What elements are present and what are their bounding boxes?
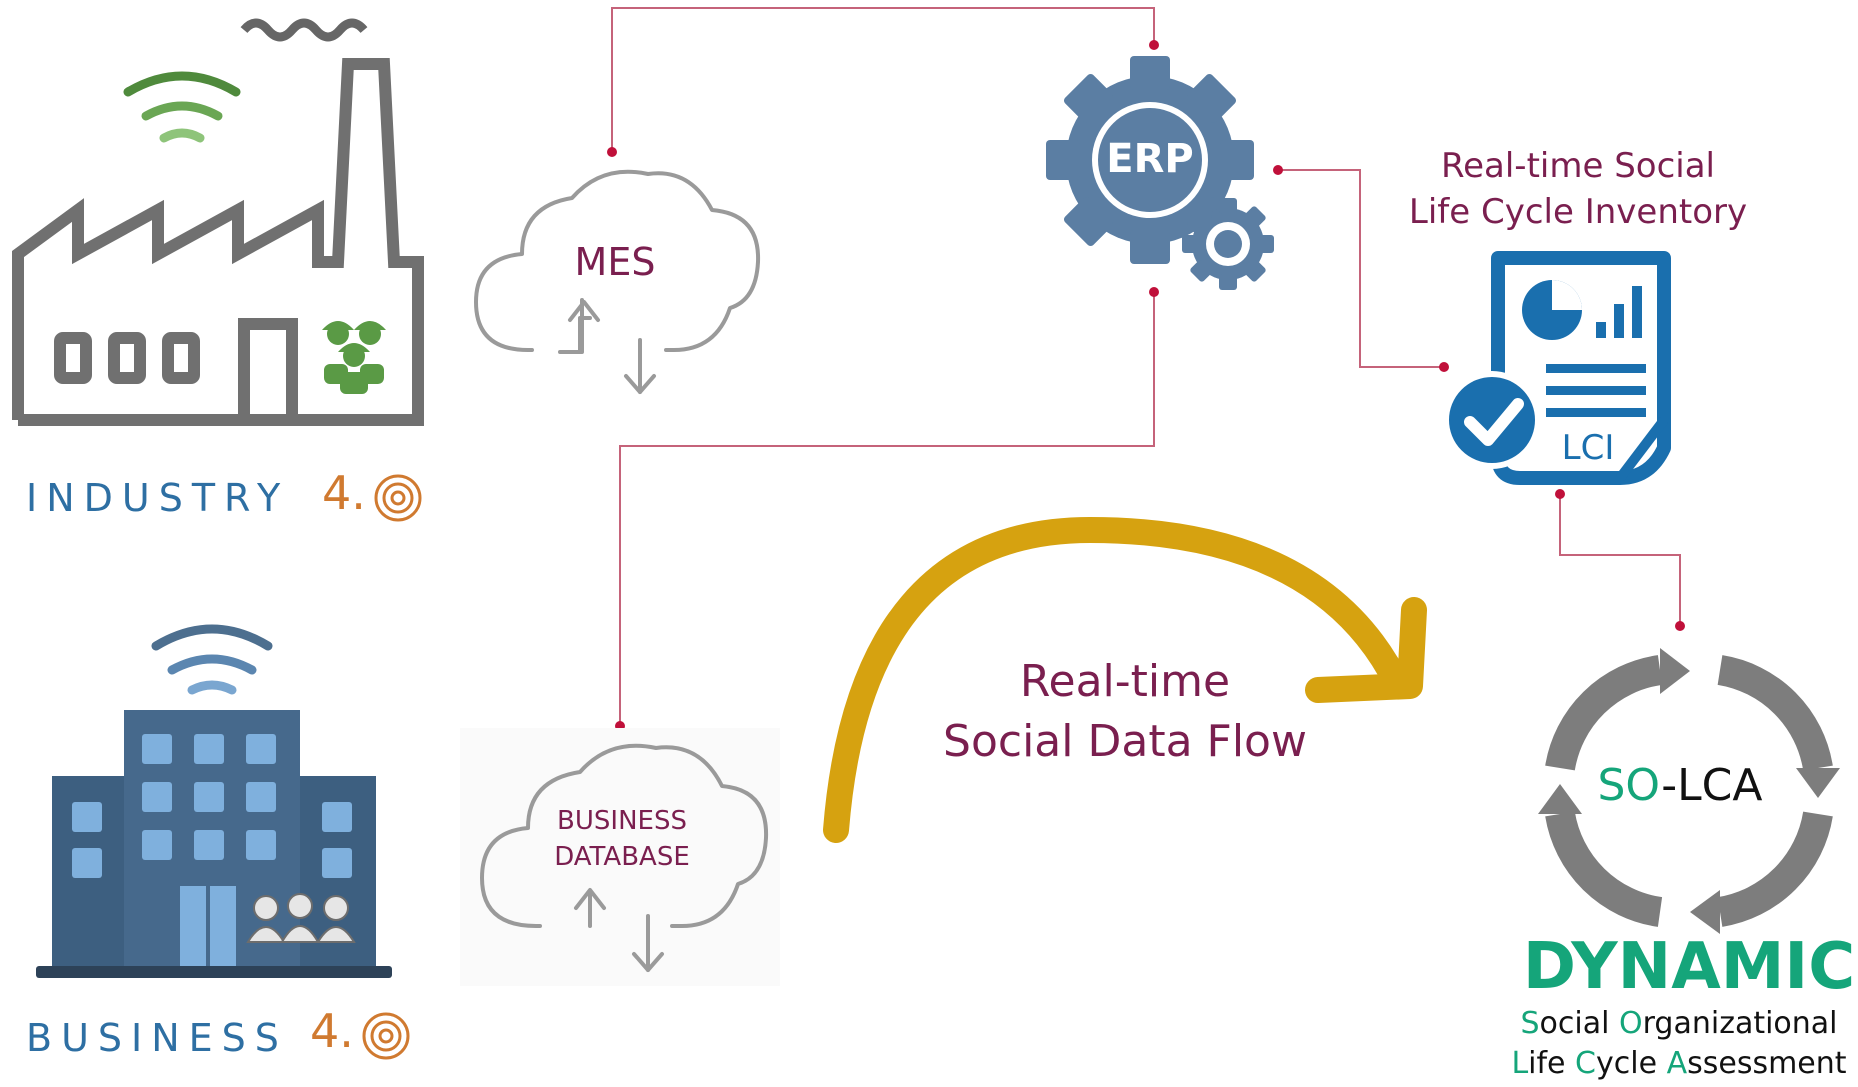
cycle-arrows-icon bbox=[1545, 655, 1833, 927]
connector-lines bbox=[611, 7, 1681, 726]
database-panel bbox=[460, 728, 780, 986]
dynamic-initial-letter: O bbox=[1618, 1006, 1643, 1041]
business-version-label: 4. bbox=[310, 1004, 354, 1058]
lci-label: LCI bbox=[1561, 428, 1615, 468]
workers-icon bbox=[322, 321, 386, 394]
business-4-ring-icon bbox=[362, 1012, 410, 1060]
solca-prefix: SO bbox=[1597, 760, 1662, 811]
industry-brand-label: INDUSTRY bbox=[26, 476, 290, 520]
dynamic-title: DYNAMIC bbox=[1522, 930, 1856, 1004]
cloud-icon-mes bbox=[474, 169, 761, 394]
dynamic-initial-letter: C bbox=[1575, 1046, 1596, 1081]
checkmark-icon bbox=[1443, 371, 1541, 469]
dynamic-word-part: ssessment bbox=[1687, 1046, 1847, 1081]
people-icon bbox=[246, 893, 356, 943]
connector-erp-database bbox=[619, 292, 1155, 726]
dynamic-initial-letter: S bbox=[1520, 1006, 1540, 1041]
flow-label-line2: Social Data Flow bbox=[943, 716, 1307, 767]
flow-label-line1: Real-time bbox=[1019, 656, 1231, 707]
lci-title-line2: Life Cycle Inventory bbox=[1408, 192, 1748, 232]
curved-arrow-icon bbox=[823, 517, 1427, 843]
dynamic-word-part: rganizational bbox=[1642, 1006, 1838, 1041]
cycle-arrow-heads bbox=[1538, 648, 1840, 934]
bar-chart-icon bbox=[1596, 286, 1642, 338]
dot-lci-bottom bbox=[1555, 489, 1565, 499]
dynamic-word-part: ycle bbox=[1596, 1046, 1667, 1081]
business-brand-label: BUSINESS bbox=[26, 1016, 288, 1060]
dot-mes bbox=[607, 147, 617, 157]
solca-dash: - bbox=[1661, 760, 1678, 811]
dot-solca bbox=[1675, 621, 1685, 631]
industry-version-label: 4. bbox=[322, 466, 366, 520]
small-gear-icon bbox=[1182, 198, 1274, 290]
dot-erp-top bbox=[1149, 40, 1159, 50]
solca-suffix: LCA bbox=[1677, 760, 1763, 811]
industry-4-ring-icon bbox=[374, 474, 422, 522]
wifi-icon bbox=[123, 71, 241, 143]
factory-icon bbox=[12, 18, 424, 426]
dot-lci-left bbox=[1439, 362, 1449, 372]
dynamic-word-part: ocial bbox=[1539, 1006, 1619, 1041]
database-label-line1: BUSINESS bbox=[557, 806, 687, 836]
connector-mes-erp bbox=[611, 7, 1155, 152]
wifi-icon-business bbox=[151, 624, 273, 695]
dynamic-subtitle-line1: Social Organizational bbox=[1500, 1006, 1858, 1041]
dot-erp-right bbox=[1273, 165, 1283, 175]
connector-lci-solca bbox=[1559, 494, 1681, 626]
database-label-line2: DATABASE bbox=[554, 842, 690, 872]
connector-erp-lci bbox=[1278, 169, 1444, 368]
pie-chart-icon bbox=[1522, 280, 1582, 340]
dynamic-word-part: ife bbox=[1528, 1046, 1576, 1081]
dynamic-subtitle-line2: Life Cycle Assessment bbox=[1500, 1046, 1858, 1081]
mes-label: MES bbox=[574, 240, 656, 284]
cloud-icon-database bbox=[480, 743, 769, 972]
dynamic-initial-letter: L bbox=[1511, 1046, 1529, 1081]
erp-label: ERP bbox=[1106, 136, 1194, 182]
dynamic-initial-letter: A bbox=[1666, 1046, 1688, 1081]
document-icon bbox=[1443, 251, 1671, 485]
dot-erp-bottom bbox=[1149, 287, 1159, 297]
lci-title-line1: Real-time Social bbox=[1441, 146, 1715, 186]
solca-label: SO-LCA bbox=[1570, 760, 1790, 811]
